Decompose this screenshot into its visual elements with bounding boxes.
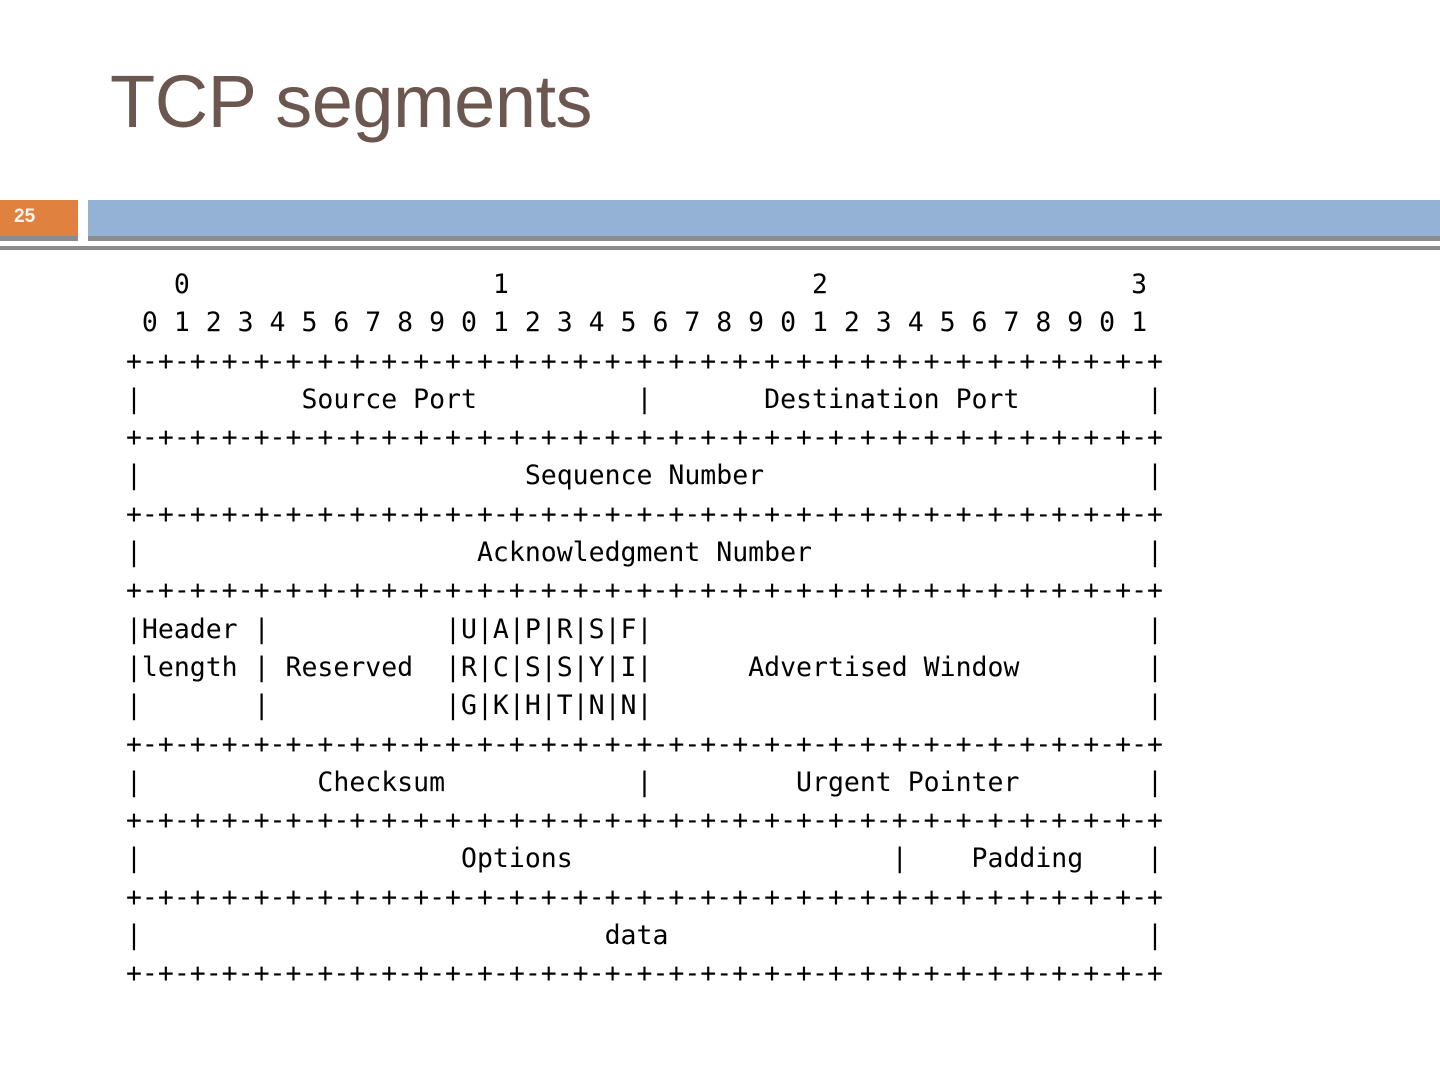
badge-shadow-rule [0, 236, 78, 241]
slide-number-label: 25 [14, 206, 36, 227]
page-title: TCP segments [110, 60, 593, 143]
slide-number-badge: 25 [0, 200, 78, 236]
banner-accent-bar [88, 200, 1440, 236]
banner-base-rule [0, 246, 1440, 250]
slide-banner: 25 [0, 200, 1440, 236]
accent-bar-shadow-rule [88, 236, 1440, 241]
tcp-header-diagram: 0 1 2 3 0 1 2 3 4 5 6 7 8 9 0 1 2 3 4 5 … [125, 269, 1163, 990]
